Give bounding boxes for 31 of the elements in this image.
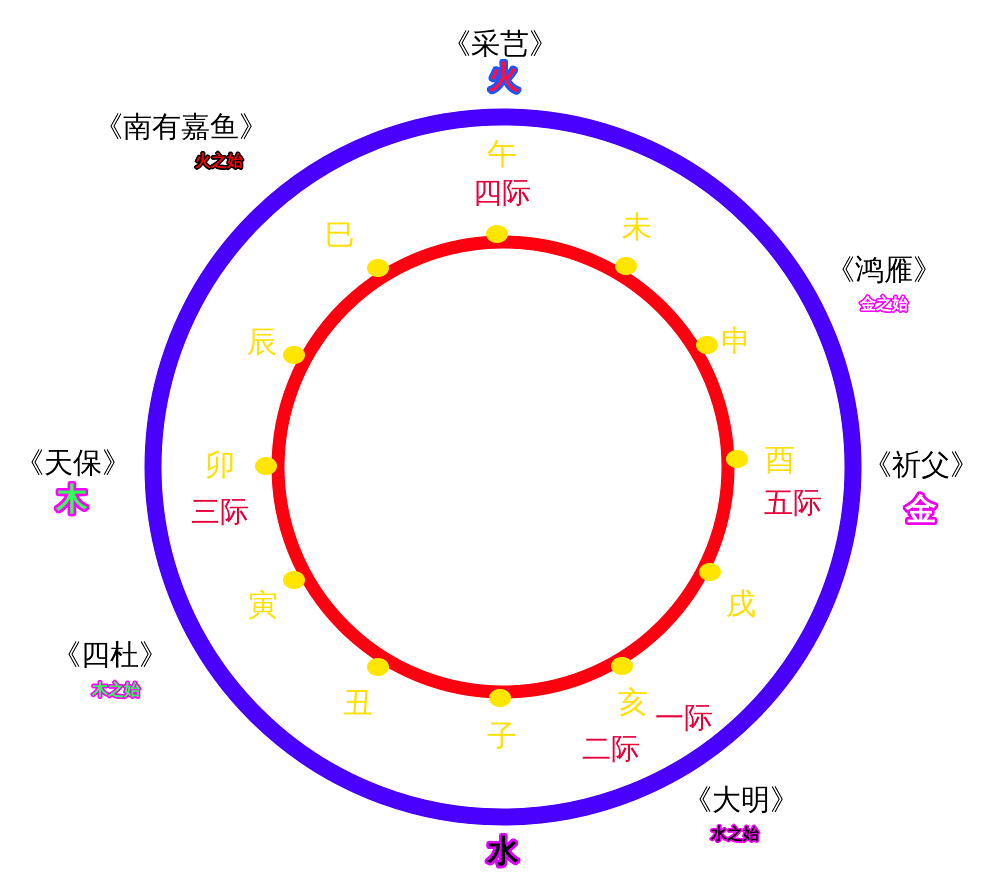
element-character: 火 (488, 62, 520, 94)
branch-label: 巳 (325, 221, 355, 251)
branch-label: 丑 (343, 689, 373, 719)
poem-title: 《鸿雁》 (826, 256, 942, 284)
boundary-label: 三际 (191, 498, 249, 526)
poem-title: 《大明》 (683, 786, 799, 814)
branch-label: 寅 (248, 591, 278, 621)
element-character: 木 (56, 484, 88, 516)
element-start-label: 木之始 (92, 682, 140, 698)
element-start-label: 金之始 (860, 296, 908, 312)
poem-title: 《四杜》 (52, 640, 168, 670)
poem-title: 《祈父》 (863, 450, 979, 480)
boundary-label: 一际 (655, 704, 713, 732)
element-start-label: 火之始 (195, 153, 243, 169)
branch-label: 亥 (618, 688, 648, 718)
branch-label: 申 (721, 327, 751, 357)
branch-label: 戌 (726, 590, 756, 620)
branch-label: 午 (487, 140, 517, 170)
branch-label: 辰 (247, 328, 277, 358)
poem-title: 《南有嘉鱼》 (94, 112, 268, 142)
branch-label: 卯 (205, 451, 235, 481)
boundary-label: 二际 (582, 734, 640, 764)
branch-label: 未 (622, 213, 652, 243)
branch-label: 子 (487, 722, 517, 752)
element-character: 水 (488, 836, 518, 868)
poem-title: 《采芑》 (442, 30, 558, 58)
element-start-label: 水之始 (711, 826, 759, 842)
boundary-label: 五际 (764, 488, 822, 518)
branch-label: 酉 (765, 446, 795, 476)
boundary-label: 四际 (473, 178, 531, 208)
poem-title: 《天保》 (15, 448, 131, 478)
